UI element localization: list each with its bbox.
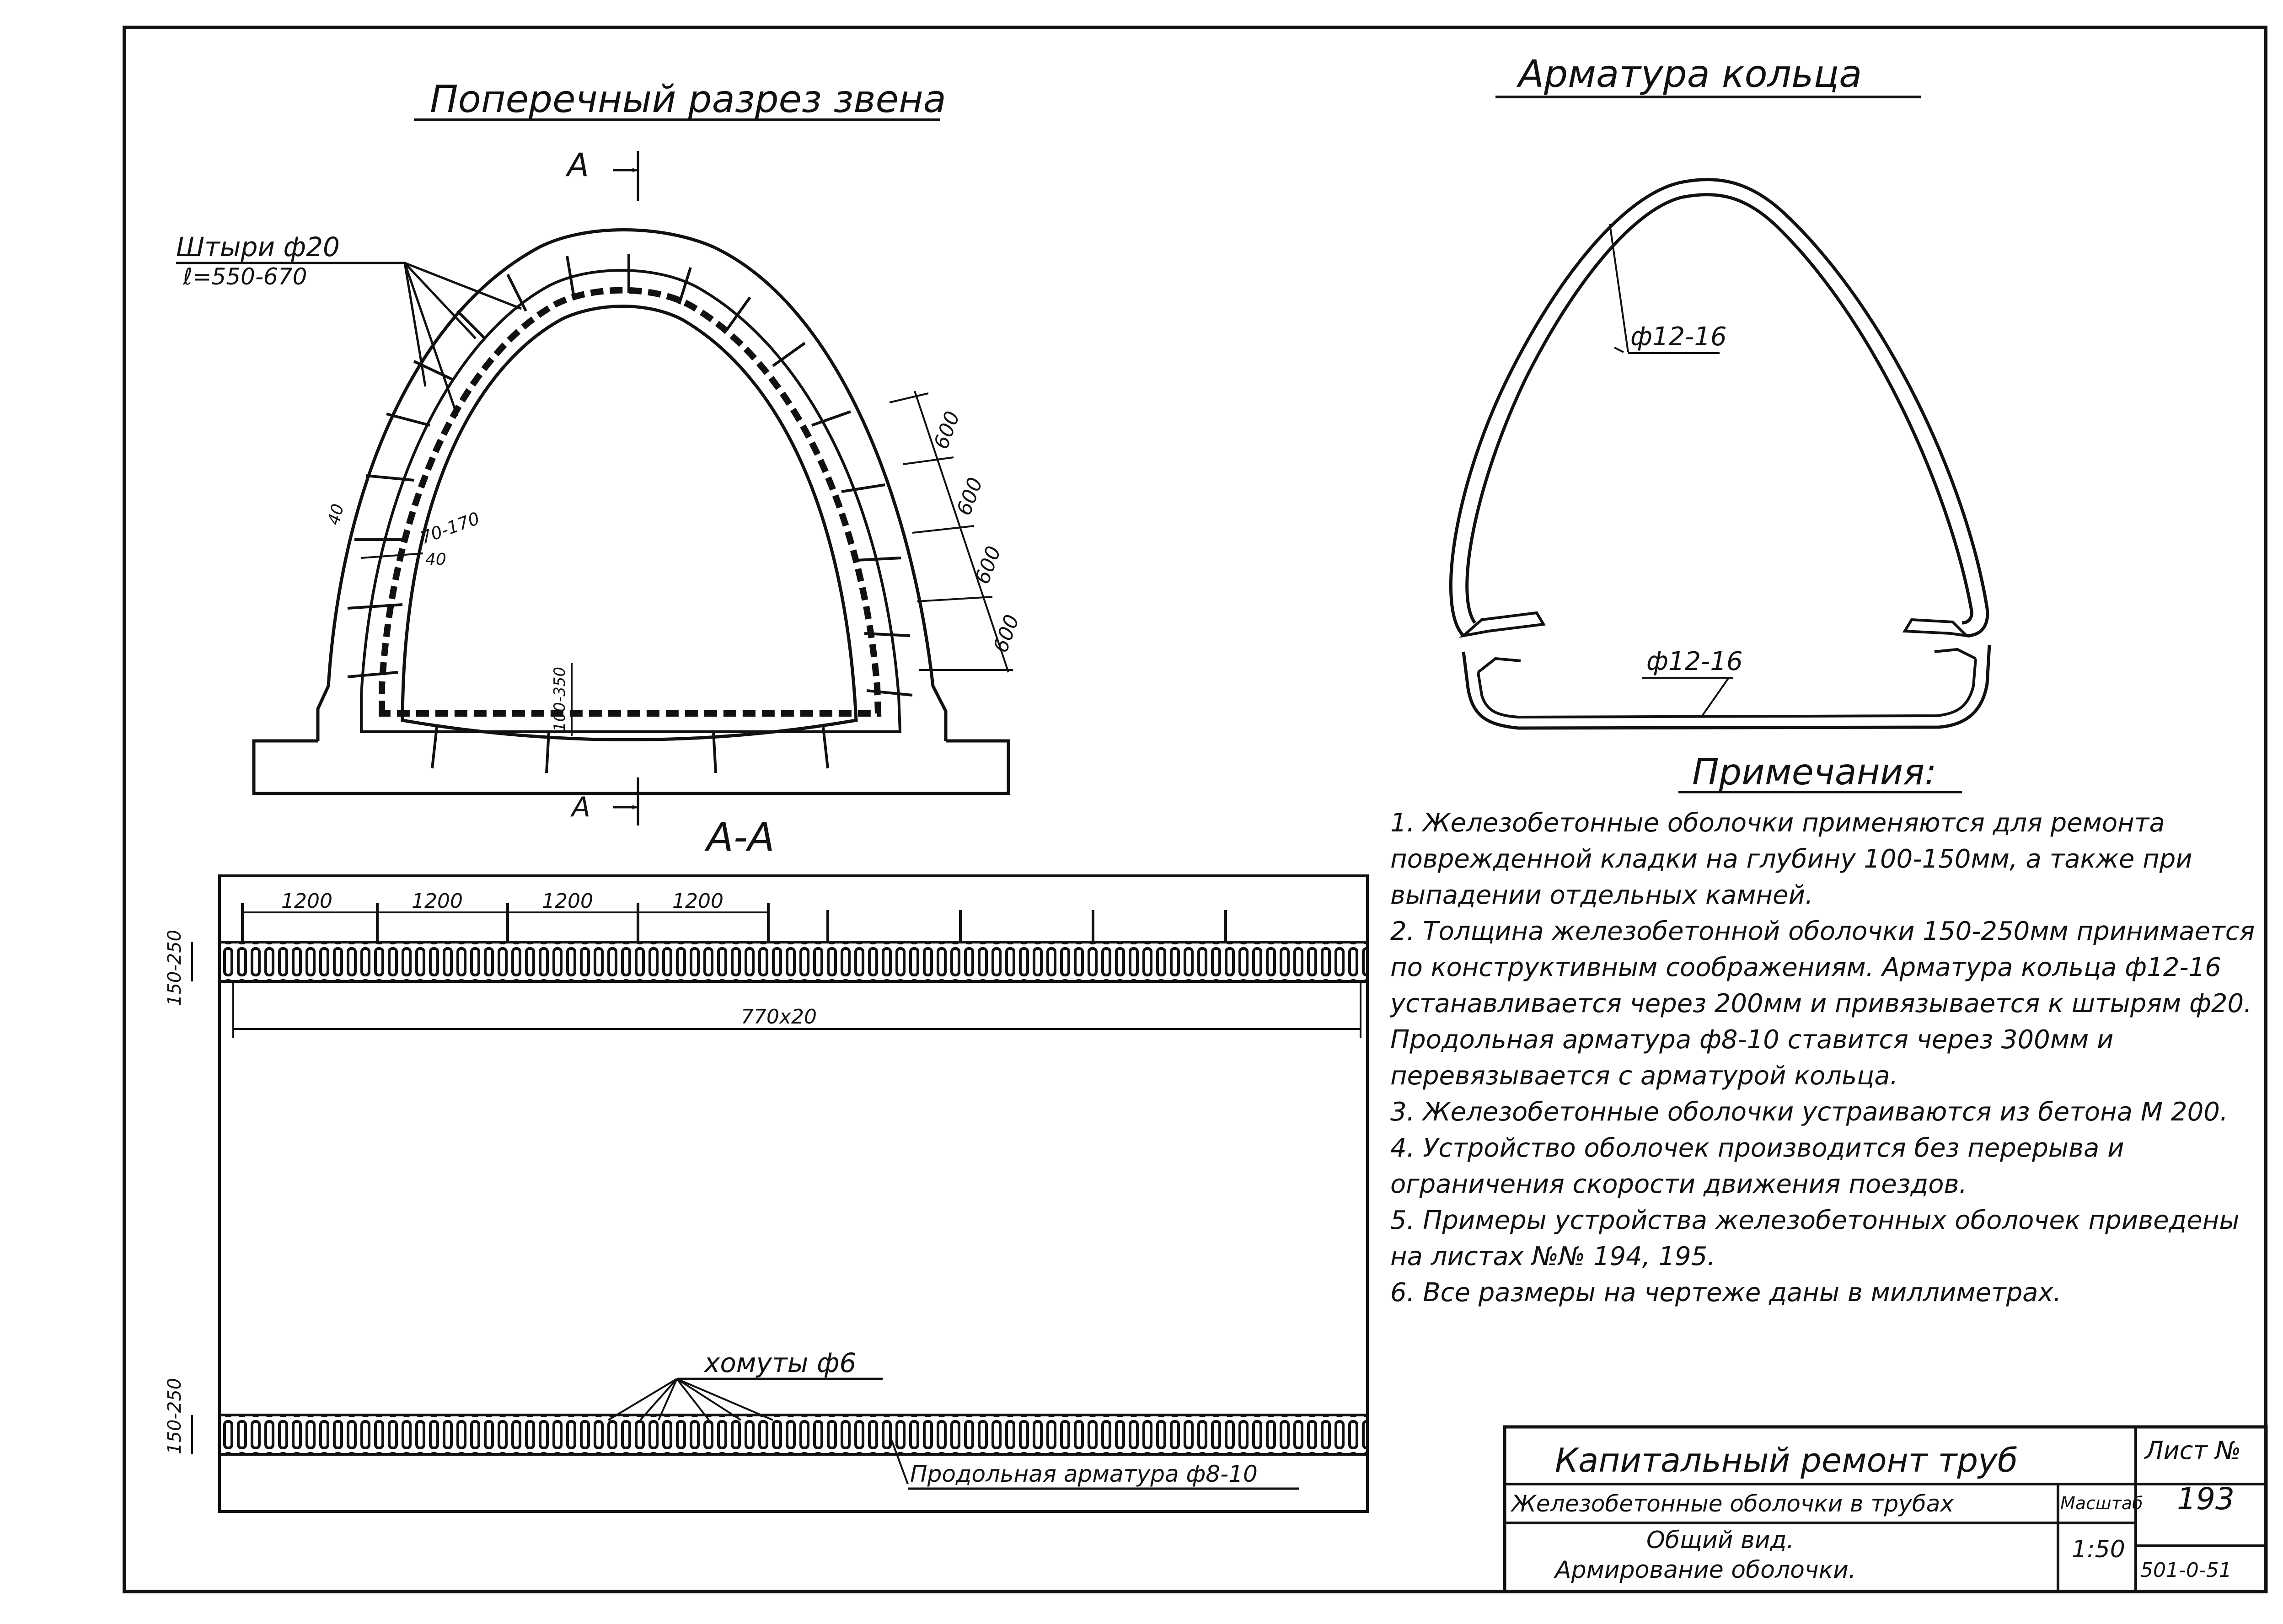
- aa-spacing-dim-1: 1200: [281, 890, 332, 913]
- tunnel-opening: [401, 305, 858, 741]
- spacing-dim-4: 600: [989, 611, 1024, 655]
- clamps-leaders: [607, 1378, 773, 1421]
- sheet-frame: [123, 26, 2267, 1593]
- ring-title: Арматура кольца: [1516, 53, 1862, 96]
- ring-upper-leader-2: [1609, 224, 1629, 353]
- footing: [252, 739, 1010, 795]
- main-title: Капитальный ремонт труб: [1555, 1441, 2018, 1479]
- dim-40-a: 40: [324, 502, 348, 527]
- spacing-dim-3: 600: [970, 543, 1006, 587]
- clamps-label: хомуты ф6: [703, 1347, 856, 1378]
- note-item: 2. Толщина железобетонной оболочки 150-2…: [1390, 917, 2255, 1091]
- subtitle: Железобетонные оболочки в трубах: [1510, 1490, 1954, 1517]
- aa-total-dim: 770x20: [741, 1005, 817, 1029]
- sheet-label: Лист №: [2144, 1436, 2241, 1465]
- cross-section: Поперечный разрез звена: [176, 78, 1024, 825]
- ring-bar-label-bottom: ф12-16: [1646, 647, 1743, 676]
- dim-bottom: 100-350: [551, 667, 569, 732]
- title-block-frame: [1503, 1425, 2268, 1593]
- notes-title: Примечания:: [1692, 752, 1936, 793]
- shell-outer-contour: [360, 269, 902, 733]
- drawing-name-2: Армирование оболочки.: [1554, 1556, 1856, 1584]
- top-shell-band: [218, 941, 1369, 983]
- aa-thickness-bottom: 150-250: [164, 1378, 185, 1454]
- spacing-dim-2: 600: [952, 474, 987, 518]
- aa-spacing-dim-3: 1200: [542, 890, 593, 913]
- ring-bar-label-top: ф12-16: [1630, 322, 1727, 352]
- long-bar-leader: [891, 1440, 909, 1485]
- outer-arch-contour: [316, 228, 948, 741]
- shell-rebar-band: [379, 287, 882, 717]
- section-mark-top: А: [565, 146, 589, 184]
- ring-lower-bar-inner: [1477, 658, 1977, 719]
- note-item: 4. Устройство оболочек производится без …: [1390, 1133, 2124, 1199]
- bottom-shell-band: [218, 1414, 1369, 1456]
- pins-leader-lines: [403, 262, 522, 417]
- ring-reinforcement: Арматура кольца ф12-16 ф12-16: [1449, 53, 1991, 730]
- sheet-number: 193: [2177, 1481, 2235, 1517]
- drawing-name-1: Общий вид.: [1646, 1527, 1794, 1554]
- ring-upper-leader: [1614, 347, 1624, 353]
- ring-upper-bar-outer: [1449, 178, 1989, 638]
- ring-lower-leader: [1700, 677, 1730, 718]
- pins-label: Штыри ф20: [176, 231, 340, 263]
- aa-spacing-dim-4: 1200: [672, 890, 723, 913]
- section-mark-bottom: А: [570, 791, 590, 823]
- spacing-dim-1: 600: [929, 408, 965, 452]
- dim-thickness-line: [361, 552, 423, 559]
- aa-thickness-top: 150-250: [164, 930, 185, 1006]
- ring-upper-hook-right: [1902, 618, 1971, 638]
- note-item: 1. Железобетонные оболочки применяются д…: [1390, 808, 2192, 910]
- aa-spacing-dim-2: 1200: [412, 890, 463, 913]
- ring-lower-bar: [1462, 644, 1991, 730]
- title-block: Капитальный ремонт труб Железобетонные о…: [1503, 1425, 2268, 1593]
- ring-lower-hook-right: [1934, 648, 1977, 660]
- scale-value: 1:50: [2072, 1536, 2125, 1563]
- ring-upper-bar-inner: [1465, 193, 1973, 625]
- section-aa: А-А 1200 1200 1200 1200 770x20: [164, 815, 1369, 1513]
- spacing-dimension: [889, 391, 1013, 673]
- scale-label: Масштаб: [2060, 1493, 2143, 1513]
- section-aa-title: А-А: [704, 815, 775, 860]
- dim-40-b: 40: [425, 550, 446, 569]
- ring-lower-hook-left: [1477, 657, 1521, 674]
- note-item: 3. Железобетонные оболочки устраиваются …: [1390, 1097, 2228, 1127]
- radial-pins: [347, 254, 913, 773]
- note-item: 5. Примеры устройства железобетонных обо…: [1390, 1206, 2240, 1271]
- section-aa-outline: [218, 874, 1369, 1513]
- project-code: 501-0-51: [2140, 1559, 2232, 1582]
- ring-upper-hook-left: [1458, 611, 1546, 638]
- section-pins: [241, 903, 1227, 942]
- notes-list: 1. Железобетонные оболочки применяются д…: [1390, 805, 2268, 1311]
- note-item: 6. Все размеры на чертеже даны в миллиме…: [1390, 1278, 2062, 1308]
- pins-length: ℓ=550-670: [182, 263, 307, 290]
- cross-section-title: Поперечный разрез звена: [430, 78, 946, 121]
- long-bar-label: Продольная арматура ф8-10: [910, 1461, 1258, 1487]
